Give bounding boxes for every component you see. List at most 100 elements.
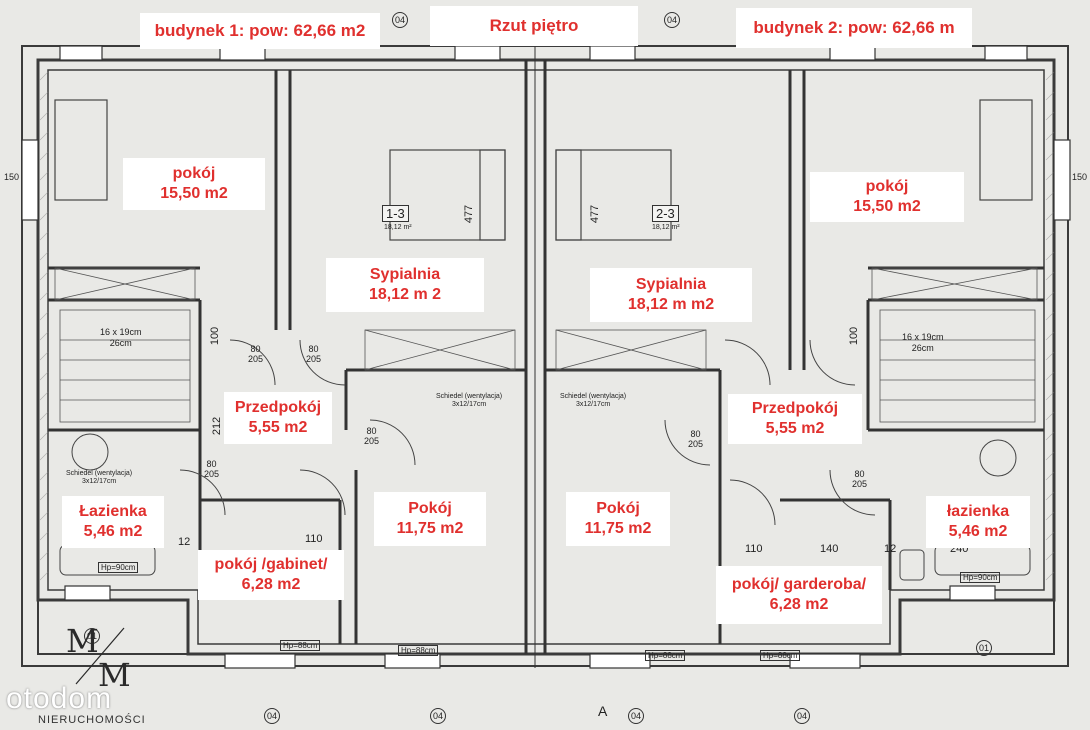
dim-12-right: 12 bbox=[884, 543, 897, 555]
dim-100-right: 100 bbox=[848, 326, 861, 346]
door-tag-5-height: 205 bbox=[688, 438, 704, 449]
axis-04-bottom-3: 04 bbox=[628, 708, 644, 724]
windows bbox=[21, 45, 1071, 669]
door-tag-2-width: 80 bbox=[308, 344, 319, 354]
room-name: Sypialnia bbox=[369, 266, 441, 283]
axis-a-marker: A bbox=[598, 703, 608, 719]
agency-logo-mark: M M bbox=[66, 622, 131, 694]
axis-04-bottom-2: 04 bbox=[430, 708, 446, 724]
stairs-right-depth: 26cm bbox=[911, 342, 934, 353]
room-area: 6,28 m2 bbox=[769, 596, 829, 613]
room-area: 18,12 m 2 bbox=[368, 286, 442, 303]
stairs-left: 16 x 19cm 26cm bbox=[100, 327, 142, 349]
chimney-right-size: 3x12/17cm bbox=[575, 401, 611, 409]
svg-text:M: M bbox=[98, 656, 131, 690]
room-label-pokoj2-left: Pokój 11,75 m2 bbox=[374, 492, 486, 546]
door-tag-1-height: 205 bbox=[248, 353, 264, 364]
dim-212: 212 bbox=[211, 416, 224, 436]
room-name: Przedpokój bbox=[234, 399, 322, 416]
door-tag-6: 80 205 bbox=[852, 469, 868, 490]
door-tag-3-height: 205 bbox=[364, 435, 380, 446]
chimney-left: Schiedel (wentylacja) 3x12/17cm bbox=[436, 393, 502, 410]
room-area: 15,50 m2 bbox=[160, 185, 228, 202]
door-tag-5-width: 80 bbox=[690, 429, 701, 439]
room-area: 6,28 m2 bbox=[241, 576, 301, 593]
door-tag-3-width: 80 bbox=[366, 426, 377, 436]
voids bbox=[54, 267, 1038, 371]
door-swings bbox=[179, 339, 876, 526]
room-name: Łazienka bbox=[79, 503, 147, 520]
chimney-bath-left-size: 3x12/17cm bbox=[81, 478, 117, 486]
door-tag-4-width: 80 bbox=[206, 459, 217, 469]
agency-logo: M M bbox=[62, 622, 138, 694]
plan-title: Rzut piętro bbox=[430, 6, 638, 46]
room-label-gabinet-left: pokój /gabinet/ 6,28 m2 bbox=[198, 550, 344, 600]
axis-04-bottom-1: 04 bbox=[264, 708, 280, 724]
chimney-bath-left-label: Schiedel (wentylacja) bbox=[66, 470, 133, 477]
door-tag-6-height: 205 bbox=[852, 478, 868, 489]
room-area: 5,46 m2 bbox=[948, 523, 1008, 540]
axis-04-top-right: 04 bbox=[664, 12, 680, 28]
chimney-right: Schiedel (wentylacja) 3x12/17cm bbox=[560, 393, 626, 410]
room-name: łazienka bbox=[946, 503, 1010, 520]
room-tag-left-area: 18,12 m² bbox=[384, 224, 412, 231]
party-wall bbox=[524, 46, 547, 668]
hp88-2: Hp=88cm bbox=[398, 645, 439, 656]
door-tag-2: 80 205 bbox=[306, 344, 322, 365]
room-area: 5,55 m2 bbox=[248, 419, 308, 436]
building2-text: budynek 2: pow: 62,66 m bbox=[753, 18, 955, 38]
room-name: Pokój bbox=[408, 500, 452, 517]
room-area: 18,12 m m2 bbox=[627, 296, 715, 313]
room-label-pokoj-left: pokój 15,50 m2 bbox=[123, 158, 265, 210]
building1-text: budynek 1: pow: 62,66 m2 bbox=[154, 21, 366, 41]
room-label-przedpokoj-right: Przedpokój 5,55 m2 bbox=[728, 394, 862, 444]
room-tag-right-number: 2-3 bbox=[656, 206, 675, 221]
room-label-lazienka-right: łazienka 5,46 m2 bbox=[926, 496, 1030, 548]
hp88-4: Hp=88cm bbox=[760, 650, 801, 661]
chimney-left-size: 3x12/17cm bbox=[451, 401, 487, 409]
room-label-garderoba-right: pokój/ garderoba/ 6,28 m2 bbox=[716, 566, 882, 624]
room-name: Przedpokój bbox=[751, 400, 839, 417]
door-tag-6-width: 80 bbox=[854, 469, 865, 479]
stairs-right: 16 x 19cm 26cm bbox=[902, 332, 944, 354]
room-label-pokoj2-right: Pokój 11,75 m2 bbox=[566, 492, 670, 546]
stairs-left-size: 16 x 19cm bbox=[100, 327, 142, 337]
hp90-right: Hp=90cm bbox=[960, 572, 1001, 583]
room-tag-left: 1-3 bbox=[382, 205, 409, 222]
door-tag-2-height: 205 bbox=[306, 353, 322, 364]
side-150-left: 150 bbox=[4, 172, 20, 182]
agency-footer: NIERUCHOMOŚCI bbox=[38, 714, 146, 726]
room-name: Sypialnia bbox=[635, 276, 707, 293]
dim-110-left: 110 bbox=[305, 533, 323, 545]
room-name: pokój bbox=[865, 178, 909, 195]
stairs-left-depth: 26cm bbox=[109, 337, 132, 348]
building2-label: budynek 2: pow: 62,66 m bbox=[736, 8, 972, 48]
room-name: pokój/ garderoba/ bbox=[731, 576, 867, 593]
door-tag-5: 80 205 bbox=[688, 429, 704, 450]
wall-hatch bbox=[39, 71, 1055, 581]
room-name: Pokój bbox=[596, 500, 640, 517]
axis-04-bottom-4: 04 bbox=[794, 708, 810, 724]
otodom-watermark: otodom bbox=[6, 682, 113, 715]
axis-01-right: 01 bbox=[976, 640, 992, 656]
hp90-left: Hp=90cm bbox=[98, 562, 139, 573]
room-label-przedpokoj-left: Przedpokój 5,55 m2 bbox=[224, 392, 332, 444]
door-tag-1-width: 80 bbox=[250, 344, 261, 354]
room-label-sypialnia-left: Sypialnia 18,12 m 2 bbox=[326, 258, 484, 312]
room-area: 11,75 m2 bbox=[584, 520, 652, 537]
room-label-sypialnia-right: Sypialnia 18,12 m m2 bbox=[590, 268, 752, 322]
room-label-pokoj-right: pokój 15,50 m2 bbox=[810, 172, 964, 222]
beds bbox=[54, 99, 1033, 241]
chimney-right-label: Schiedel (wentylacja) bbox=[560, 393, 627, 400]
chimney-bath-left: Schiedel (wentylacja) 3x12/17cm bbox=[66, 470, 132, 487]
side-150-right: 150 bbox=[1072, 172, 1088, 182]
axis-04-top: 04 bbox=[392, 12, 408, 28]
room-area: 11,75 m2 bbox=[396, 520, 464, 537]
dim-477-right: 477 bbox=[589, 204, 602, 224]
dim-12-left: 12 bbox=[178, 536, 191, 548]
room-name: pokój bbox=[172, 165, 216, 182]
room-tag-right: 2-3 bbox=[652, 205, 679, 222]
dim-100-left: 100 bbox=[209, 326, 222, 346]
stairs bbox=[59, 309, 1036, 423]
